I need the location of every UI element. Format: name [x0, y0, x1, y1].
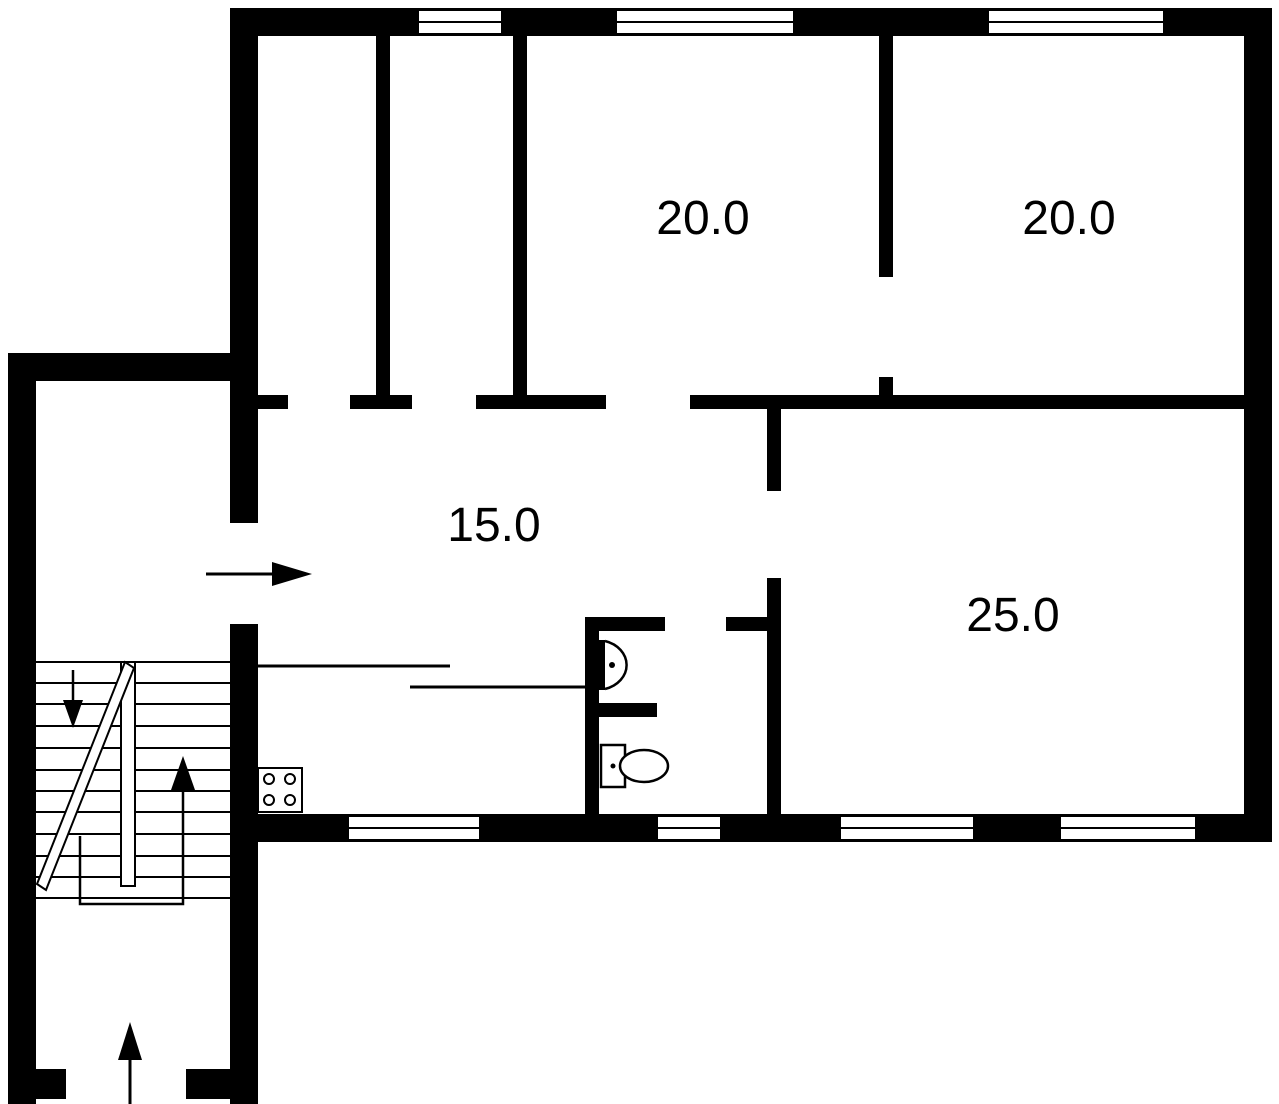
- bath-wall-left: [585, 617, 599, 817]
- wall-stair-top: [8, 353, 258, 381]
- sink-icon: [599, 639, 628, 691]
- walls: [8, 8, 1272, 1104]
- room-area-label: 25.0: [966, 589, 1059, 642]
- partition-v-rooms-upper: [879, 36, 893, 277]
- partition-v-hall-lower: [767, 578, 781, 818]
- window-bottom-2: [656, 815, 722, 841]
- toilet-icon: [599, 743, 670, 789]
- wall-left-lower: [230, 624, 258, 1104]
- wall-stair-bottom-right: [186, 1069, 258, 1099]
- wall-right: [1244, 8, 1272, 840]
- window-top-2: [615, 9, 795, 35]
- window-top-1: [417, 9, 503, 35]
- windows: [347, 9, 1197, 841]
- partition-v-hall-upper: [767, 402, 781, 491]
- window-bottom-3: [839, 815, 975, 841]
- wall-stair-left: [8, 353, 36, 1104]
- bath-wall-middle: [599, 703, 657, 717]
- entry-arrow-icon: [206, 562, 312, 586]
- stair-arrow-icon: [63, 670, 195, 790]
- partition-h-1: [258, 395, 288, 409]
- bath-wall-top-right: [726, 617, 776, 631]
- wall-left-upper: [230, 8, 258, 523]
- partition-h-4: [690, 395, 1258, 409]
- stove-icon: [257, 767, 303, 813]
- window-bottom-4: [1059, 815, 1197, 841]
- partition-v-closet-2: [513, 36, 527, 402]
- room-area-label: 20.0: [656, 192, 749, 245]
- bath-wall-top-left: [585, 617, 665, 631]
- kitchen-counter: [258, 664, 585, 689]
- partition-v-closet-1: [376, 36, 390, 402]
- wall-stair-bottom-left: [8, 1069, 66, 1099]
- window-bottom-1: [347, 815, 481, 841]
- room-area-label: 15.0: [447, 499, 540, 552]
- staircase: [35, 660, 230, 906]
- room-area-label: 20.0: [1022, 192, 1115, 245]
- entry-arrow-icon: [118, 1022, 142, 1104]
- partition-v-rooms-lower: [879, 377, 893, 402]
- partition-h-3: [476, 395, 606, 409]
- window-top-3: [987, 9, 1165, 35]
